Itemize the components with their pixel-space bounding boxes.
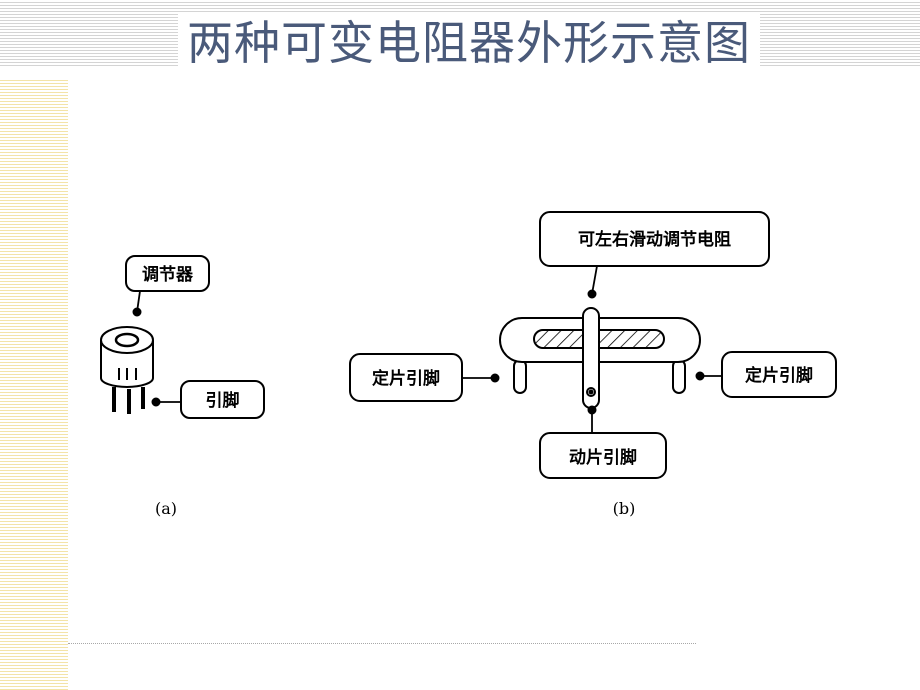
caption-b: (b) [613, 499, 636, 518]
callout-slider-label: 可左右滑动调节电阻 [578, 229, 731, 250]
callout-fixed-pin-left: 定片引脚 [349, 353, 463, 402]
callout-pins-a-label: 引脚 [206, 390, 240, 411]
caption-a: (a) [155, 499, 177, 518]
callout-fixed-pin-left-label: 定片引脚 [372, 368, 440, 389]
callout-fixed-pin-right: 定片引脚 [721, 351, 837, 398]
callout-moving-pin: 动片引脚 [539, 432, 667, 479]
trimmer-pins [112, 387, 145, 414]
adjuster-knob [114, 332, 140, 348]
figure-a [100, 290, 181, 414]
callout-fixed-pin-right-label: 定片引脚 [745, 365, 813, 386]
bottom-divider [68, 643, 696, 644]
side-decoration [0, 78, 68, 690]
figure-b [462, 265, 722, 433]
callout-pins-a: 引脚 [180, 380, 265, 419]
trimmer-body [100, 326, 154, 388]
title-background [178, 14, 760, 72]
callout-slider: 可左右滑动调节电阻 [539, 211, 770, 267]
callout-adjuster: 调节器 [125, 255, 210, 292]
callout-moving-pin-label: 动片引脚 [569, 447, 637, 468]
slide-title: 两种可变电阻器外形示意图 [187, 16, 751, 70]
fixed-pin-right [672, 359, 686, 394]
fixed-pin-left [513, 359, 527, 394]
callout-adjuster-label: 调节器 [142, 264, 194, 285]
